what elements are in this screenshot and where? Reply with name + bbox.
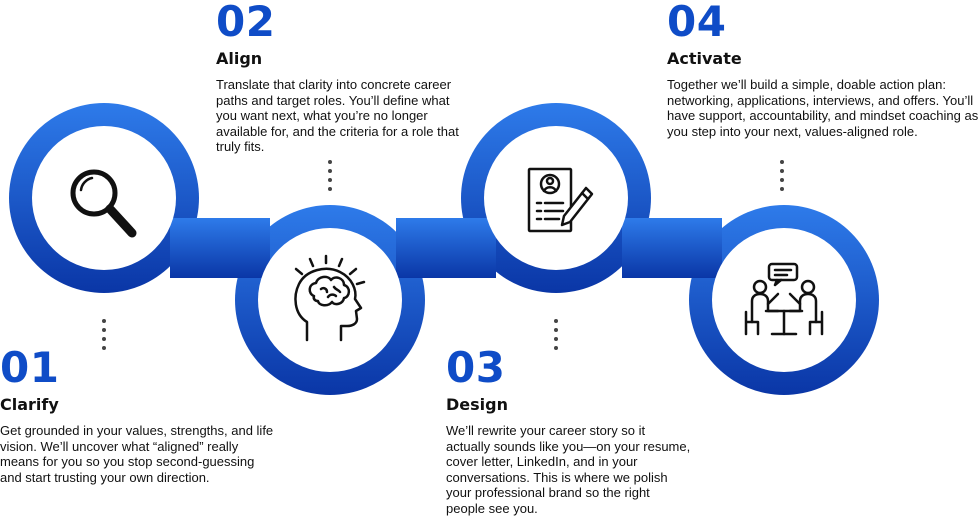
step-03-circle (484, 126, 628, 270)
step-01-circle (32, 126, 176, 270)
step-title: Align (216, 49, 263, 68)
step-number: 03 (446, 343, 506, 392)
connector-dots (102, 319, 106, 351)
connector-dots (328, 160, 332, 192)
brain-head-icon (294, 254, 366, 342)
resume-pencil-icon (527, 167, 594, 233)
step-number: 01 (0, 343, 60, 392)
step-title: Activate (667, 49, 742, 68)
step-description: We’ll rewrite your career story so it ac… (446, 423, 691, 516)
step-02-circle (258, 228, 402, 372)
step-description: Translate that clarity into concrete car… (216, 77, 459, 155)
step-04-circle (712, 228, 856, 372)
magnifying-glass-icon (70, 169, 137, 238)
step-description: Get grounded in your values, strengths, … (0, 423, 274, 485)
step-02-block: 02 Align Translate that clarity into con… (216, 1, 461, 155)
step-04-block: 04 Activate Together we’ll build a simpl… (667, 1, 980, 139)
step-description: Together we’ll build a simple, doable ac… (667, 77, 979, 139)
step-01-block: 01 Clarify Get grounded in your values, … (0, 347, 275, 485)
step-title: Clarify (0, 395, 59, 414)
step-title: Design (446, 395, 508, 414)
meeting-presentation-icon (744, 262, 824, 336)
step-number: 02 (216, 0, 276, 46)
connector-dots (780, 160, 784, 192)
connector-dots (554, 319, 558, 351)
step-03-block: 03 Design We’ll rewrite your career stor… (446, 347, 691, 517)
step-number: 04 (667, 0, 727, 46)
